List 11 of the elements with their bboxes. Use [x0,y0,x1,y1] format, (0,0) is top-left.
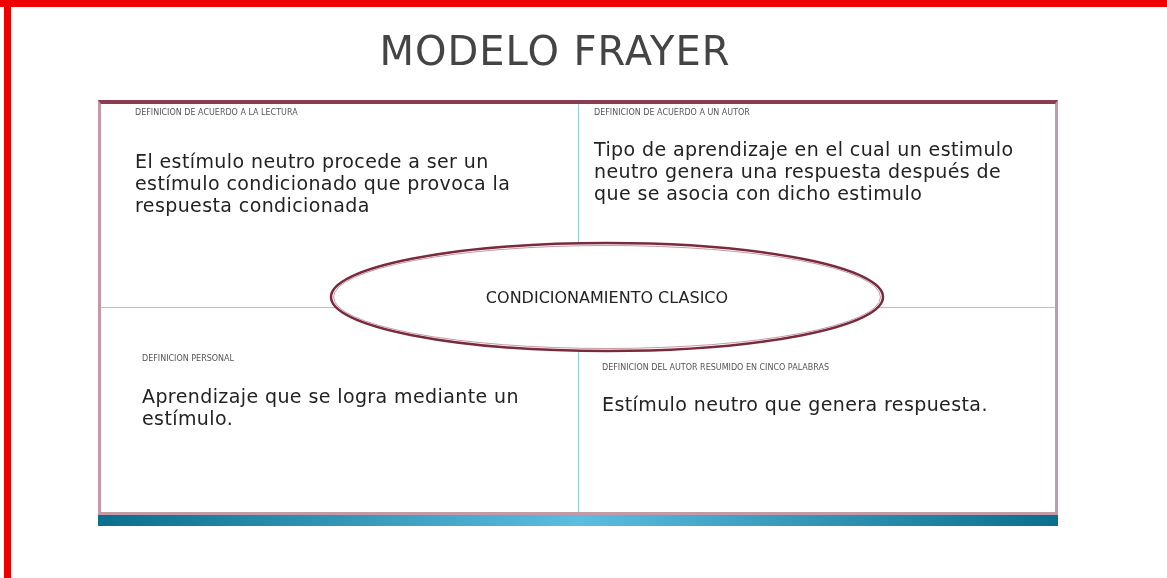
quadrant-text: Tipo de aprendizaje en el cual un estimulo neutro genera una respuesta después de que se asocia con dicho estimulo [594,138,1015,204]
quadrant-heading: DEFINICION DEL AUTOR RESUMIDO EN CINCO PALABRAS [602,363,830,372]
quadrant-text: El estímulo neutro procede a ser un estímulo condicionado que provoca la respuesta condicionada [135,150,512,216]
quadrant-text: Estímulo neutro que genera respuesta. [602,393,989,415]
quadrant-heading: DEFINICION DE ACUERDO A UN AUTOR [594,108,750,117]
concept-label: CONDICIONAMIENTO CLASICO [485,287,729,307]
quadrant-text: Aprendizaje que se logra mediante un estímulo. [142,385,520,429]
title: MODELO FRAYER [378,28,732,74]
quadrant-heading: DEFINICION DE ACUERDO A LA LECTURA [135,108,298,117]
concept-ellipse [329,241,885,353]
quadrant-heading: DEFINICION PERSONAL [142,354,234,363]
